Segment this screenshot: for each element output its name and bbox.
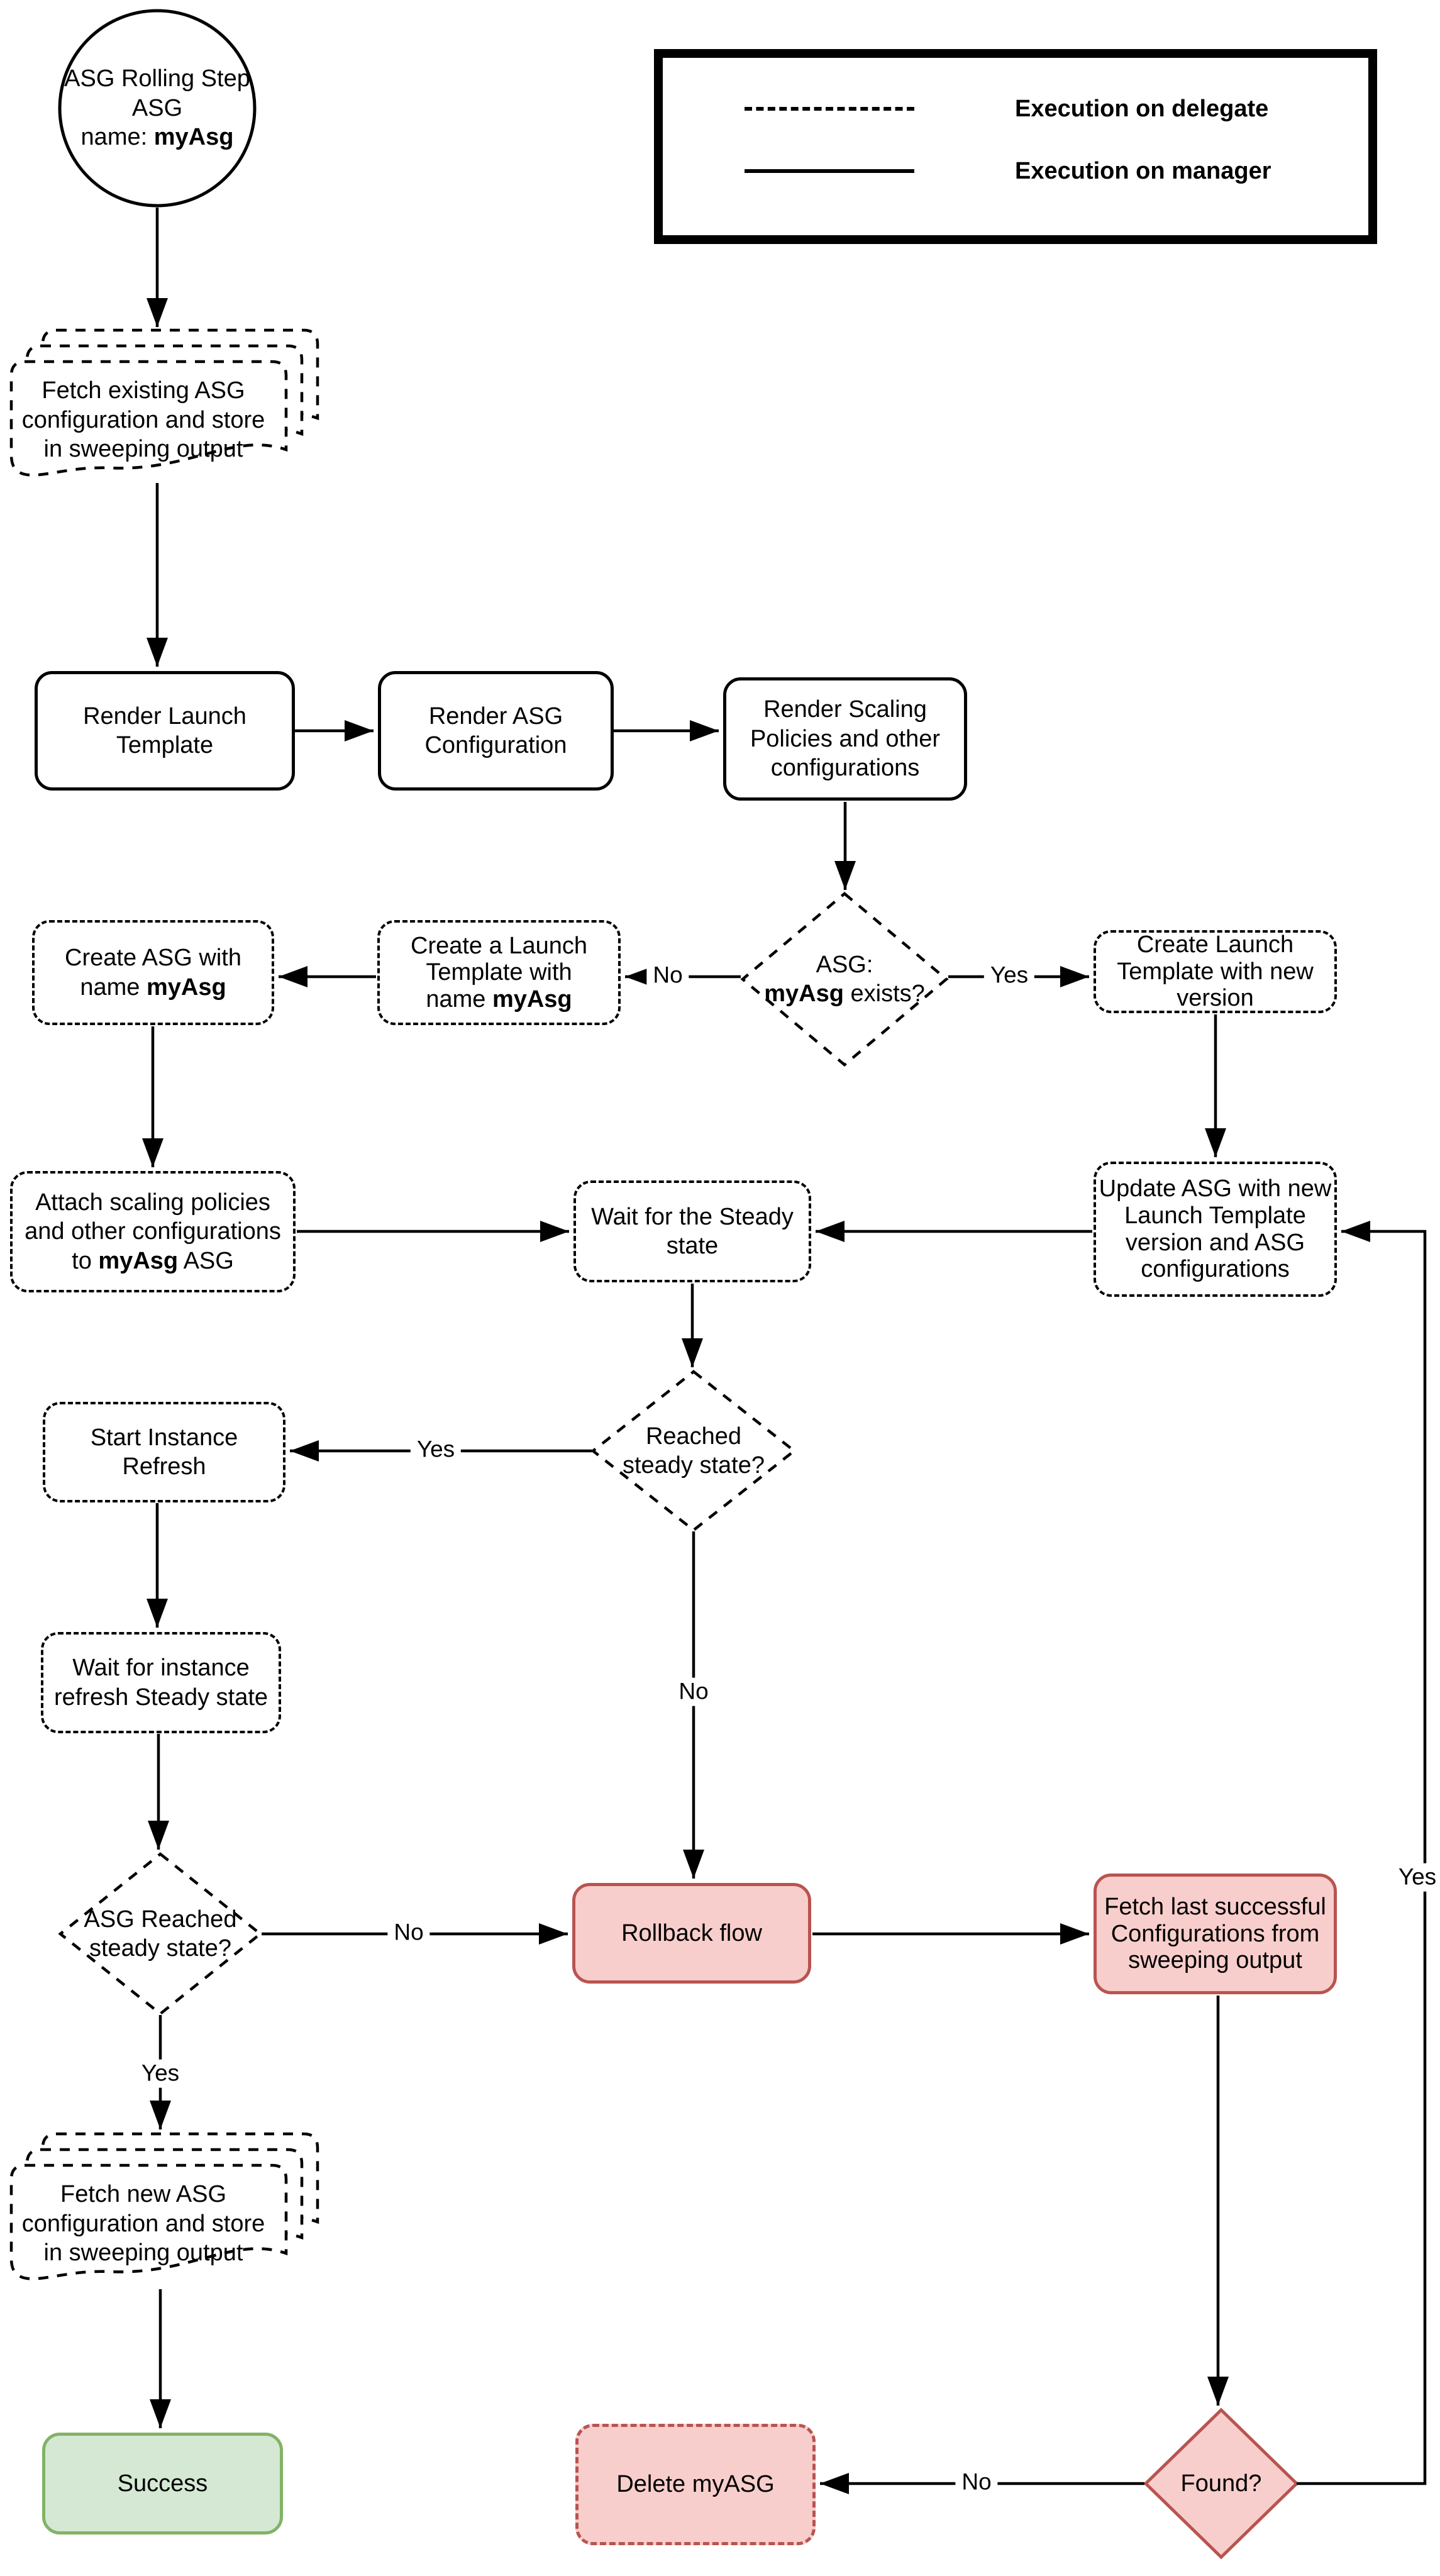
delete-myasg-node: Delete myASG (575, 2424, 816, 2545)
render-scaling-policies-node: Render Scaling Policies and other config… (723, 677, 967, 801)
fetch-new-doc-shape (9, 2132, 319, 2280)
success-node: Success (42, 2433, 283, 2534)
solid-line-sample (745, 169, 914, 173)
render-launch-template-node: Render Launch Template (35, 671, 295, 791)
update-asg-node: Update ASG with new Launch Template vers… (1094, 1162, 1337, 1297)
fetch-existing-doc-shape (9, 328, 319, 477)
edge-label-reached-no: No (672, 1677, 715, 1706)
create-launch-template-named-node: Create a Launch Template with name myAsg (377, 920, 621, 1025)
legend-delegate-label: Execution on delegate (1015, 95, 1269, 122)
wait-steady-state-node: Wait for the Steady state (573, 1180, 811, 1282)
edge-label-asg-reached-no: No (387, 1918, 430, 1947)
edges (142, 208, 1427, 2494)
fetch-last-successful-node: Fetch last successful Configurations fro… (1094, 1874, 1337, 1994)
legend-box: Execution on delegate Execution on manag… (654, 49, 1377, 244)
wait-instance-refresh-node: Wait for instance refresh Steady state (41, 1632, 281, 1733)
attach-scaling-policies-node: Attach scaling policies and other config… (10, 1171, 296, 1292)
legend-row-manager: Execution on manager (745, 155, 1271, 187)
start-instance-refresh-node: Start Instance Refresh (43, 1402, 285, 1502)
create-asg-named-node: Create ASG with name myAsg (32, 920, 274, 1025)
asg-reached-steady-diamond (58, 1852, 263, 2016)
render-asg-configuration-node: Render ASG Configuration (378, 671, 614, 791)
edge-label-found-yes: Yes (1392, 1863, 1440, 1892)
create-launch-template-new-version-node: Create Launch Template with new version (1094, 930, 1337, 1013)
edge-label-reached-yes: Yes (410, 1435, 462, 1464)
edge-label-exists-yes: Yes (983, 961, 1035, 990)
legend-manager-label: Execution on manager (1015, 157, 1271, 184)
edge-label-asg-reached-yes: Yes (135, 2059, 186, 2088)
legend-row-delegate: Execution on delegate (745, 93, 1268, 125)
rollback-flow-node: Rollback flow (572, 1883, 811, 1984)
edge-found-yes (1297, 1221, 1427, 2485)
reached-steady-diamond (590, 1370, 797, 1532)
start-circle (58, 9, 257, 208)
found-diamond (1143, 2407, 1299, 2560)
edge-label-exists-no: No (646, 961, 689, 990)
edge-label-found-no: No (955, 2468, 998, 2497)
dashed-line-sample (745, 107, 914, 111)
asg-exists-diamond (740, 892, 949, 1067)
